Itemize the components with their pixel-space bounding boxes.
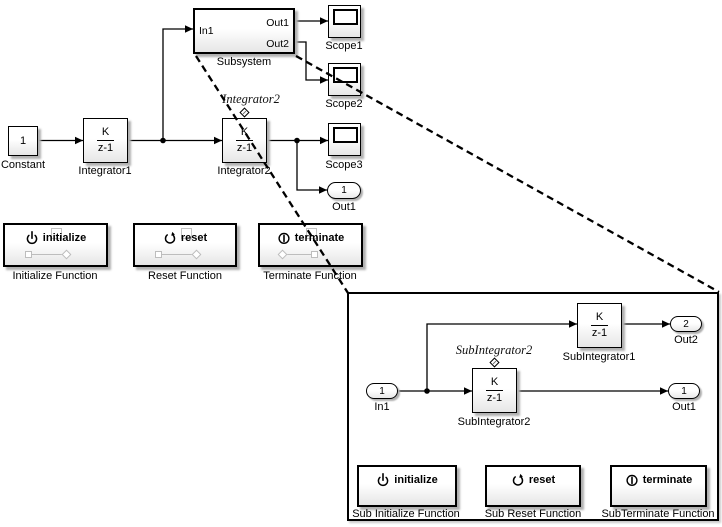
numerator: K	[490, 375, 499, 388]
sub-terminate-function-label: SubTerminate Function	[601, 508, 715, 520]
transfer-fraction: K z-1	[591, 310, 608, 339]
terminate-text: terminate	[642, 474, 693, 486]
constant-label: Constant	[0, 159, 46, 171]
sub-initialize-function-block[interactable]: initialize	[357, 465, 457, 507]
reset-text: reset	[180, 232, 208, 244]
sub-outport2-label: Out2	[674, 334, 698, 346]
power-icon	[377, 473, 389, 487]
square-handle-icon	[25, 251, 32, 258]
scope2-block[interactable]	[328, 63, 361, 96]
fraction-bar	[97, 140, 114, 141]
sub-reset-function-label: Sub Reset Function	[484, 508, 582, 520]
terminate-icon	[278, 232, 290, 245]
subintegrator1-label: SubIntegrator1	[562, 351, 636, 363]
slider-line	[286, 254, 311, 255]
initialize-text: initialize	[394, 474, 438, 486]
reset-text: reset	[528, 474, 556, 486]
subsystem-block[interactable]: In1 Out1 Out2	[193, 8, 295, 54]
slider-line	[162, 254, 193, 255]
scope-screen-icon	[333, 67, 358, 83]
integrator2-block[interactable]: K z-1	[222, 118, 267, 163]
subsystem-label: Subsystem	[216, 56, 272, 68]
subsystem-port-out1: Out1	[266, 16, 289, 29]
fraction-bar	[486, 390, 503, 391]
scope1-label: Scope1	[325, 40, 363, 52]
terminate-text: terminate	[294, 232, 345, 244]
sub-outport2-value: 2	[683, 318, 689, 330]
initialize-text: initialize	[42, 232, 87, 244]
integrator1-label: Integrator1	[78, 165, 132, 177]
fraction-bar	[591, 325, 608, 326]
sub-initialize-function-label: Sub Initialize Function	[352, 508, 460, 520]
outport1-block[interactable]: 1	[327, 182, 361, 199]
reset-function-label: Reset Function	[148, 270, 222, 282]
outport1-label: Out1	[332, 201, 356, 213]
sub-terminate-function-block[interactable]: terminate	[610, 465, 707, 507]
event-port-icon	[181, 228, 192, 239]
sub-reset-function-block[interactable]: reset	[485, 465, 581, 507]
slider-line	[32, 254, 63, 255]
terminate-icon	[626, 474, 638, 487]
slider-decoration	[277, 249, 318, 260]
transfer-fraction: K z-1	[97, 125, 114, 154]
scope1-block[interactable]	[328, 5, 361, 38]
subintegrator2-label: SubIntegrator2	[457, 416, 531, 428]
state-owner-badge-icon	[239, 107, 250, 118]
denominator: z-1	[591, 326, 608, 339]
sub-outport1-block[interactable]: 1	[668, 383, 700, 399]
numerator: K	[595, 310, 604, 323]
subsystem-port-out2: Out2	[266, 37, 289, 50]
subintegrator2-annotation: SubIntegrator2	[455, 343, 533, 357]
reset-icon	[512, 473, 524, 486]
integrator2-label: Integrator2	[217, 165, 271, 177]
sub-inport1-label: In1	[374, 401, 390, 413]
scope2-label: Scope2	[325, 98, 363, 110]
subsystem-port-in1: In1	[199, 24, 214, 37]
numerator: K	[240, 125, 249, 138]
terminate-function-label: Terminate Function	[263, 270, 357, 282]
scope3-block[interactable]	[328, 123, 361, 156]
sub-outport2-block[interactable]: 2	[670, 316, 702, 332]
constant-block[interactable]: 1	[8, 126, 38, 156]
integrator1-block[interactable]: K z-1	[83, 118, 128, 163]
square-handle-icon	[311, 251, 318, 258]
diamond-handle-icon	[191, 249, 202, 260]
transfer-fraction: K z-1	[236, 125, 253, 154]
constant-value: 1	[19, 135, 27, 147]
numerator: K	[101, 125, 110, 138]
diamond-handle-icon	[277, 249, 288, 260]
terminate-function-block[interactable]: terminate	[258, 223, 363, 267]
reset-icon	[164, 231, 176, 244]
integrator2-annotation: Integrator2	[222, 92, 280, 106]
state-owner-badge-icon	[489, 357, 500, 368]
sub-inport1-value: 1	[379, 385, 385, 397]
square-handle-icon	[155, 251, 162, 258]
diamond-handle-icon	[61, 249, 72, 260]
denominator: z-1	[236, 141, 253, 154]
sub-outport1-value: 1	[681, 385, 687, 397]
sub-inport1-block[interactable]: 1	[366, 383, 398, 399]
initialize-function-block[interactable]: initialize	[3, 223, 108, 267]
initialize-function-label: Initialize Function	[12, 270, 98, 282]
event-port-icon	[51, 228, 62, 239]
slider-decoration	[25, 249, 72, 260]
reset-function-block[interactable]: reset	[133, 223, 237, 267]
denominator: z-1	[97, 141, 114, 154]
scope3-label: Scope3	[325, 159, 363, 171]
transfer-fraction: K z-1	[486, 375, 503, 404]
power-icon	[26, 231, 38, 245]
denominator: z-1	[486, 391, 503, 404]
fraction-bar	[236, 140, 253, 141]
subintegrator2-block[interactable]: K z-1	[472, 368, 517, 413]
sub-outport1-label: Out1	[672, 401, 696, 413]
slider-decoration	[155, 249, 202, 260]
subintegrator1-block[interactable]: K z-1	[577, 303, 622, 348]
scope-screen-icon	[333, 9, 358, 25]
scope-screen-icon	[333, 127, 358, 143]
outport1-value: 1	[341, 185, 347, 196]
